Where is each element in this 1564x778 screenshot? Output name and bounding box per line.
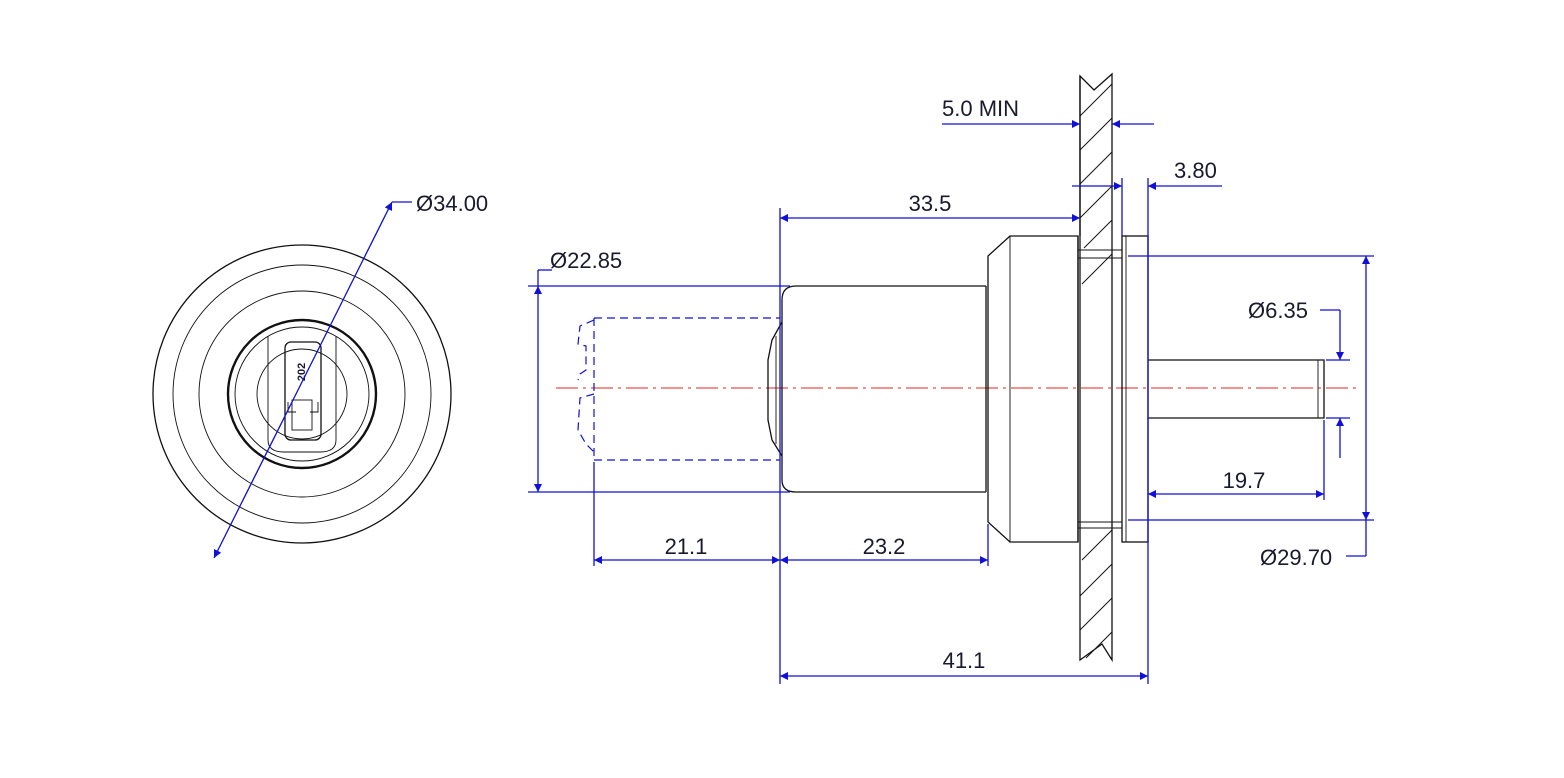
plug-tip [767,321,783,457]
plug-inner-circle [234,326,370,462]
dim-23-label: 23.2 [863,534,906,559]
key-code-label: 202 [296,363,308,381]
face-circle [198,290,406,498]
flange-head [987,235,1079,543]
outer-rim-circle [152,244,452,544]
dim-cam-diameter-label: Ø22.85 [550,248,622,273]
dimension-lines: 33.5 5.0 MIN 3.80 Ø22.85 Ø6.35 19.7 Ø29.… [528,96,1374,684]
panel [1079,72,1113,663]
key-tab [291,399,313,431]
dim-shaft-length-label: 19.7 [1223,468,1266,493]
front-diameter-label: Ø34.00 [416,191,488,216]
panel-hatching [1079,83,1113,659]
dim-thread-diameter-label: Ø29.70 [1260,545,1332,570]
dim-nut-label: 3.80 [1174,158,1217,183]
body-cylinder [781,285,986,493]
front-diameter-dimension-line [213,201,393,559]
thread-minor-edges [1078,257,1122,523]
dim-41-label: 41.1 [943,648,986,673]
cam-hidden-profile [577,319,595,453]
key-notch [287,402,319,413]
dim-33-label: 33.5 [909,191,952,216]
shaft [1148,359,1325,419]
dim-panel-label: 5.0 MIN [942,96,1019,121]
cam-hidden-outline [593,317,780,461]
front-view: 202 Ø34.00 [152,191,488,559]
keyway-circle [256,348,348,440]
dim-21-label: 21.1 [665,534,708,559]
key-slot [284,341,322,441]
rim-inner-circle [172,264,432,524]
dim-shaft-diameter-label: Ø6.35 [1248,298,1308,323]
thread-edges [1078,249,1122,529]
key-slot-outline [267,336,337,453]
side-view [556,72,1360,663]
